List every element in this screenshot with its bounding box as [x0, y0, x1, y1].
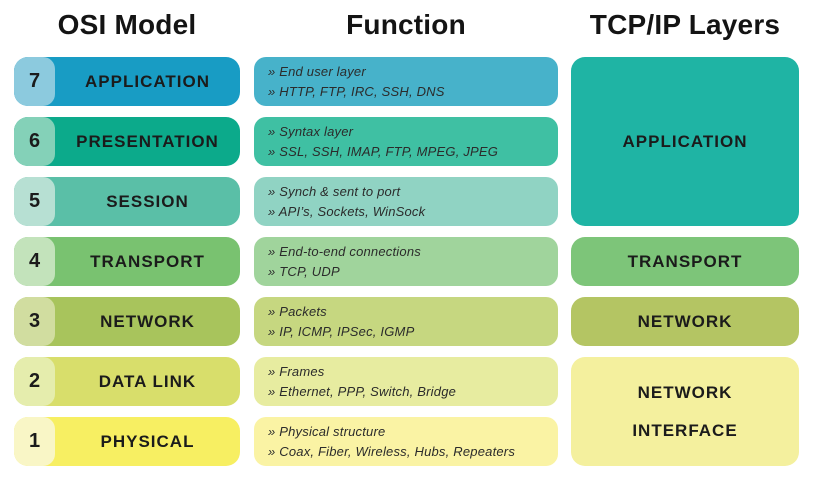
layer-label: PHYSICAL: [100, 431, 195, 451]
layer-number-tab: 4: [14, 237, 55, 286]
layer-label: NETWORK: [100, 311, 195, 331]
function-header: Function: [346, 9, 466, 40]
function-row-session: » Synch & sent to port » API’s, Sockets,…: [254, 177, 558, 226]
layer-label: TRANSPORT: [90, 251, 205, 271]
function-row-transport: » End-to-end connections » TCP, UDP: [254, 237, 558, 286]
function-line: » End-to-end connections: [268, 244, 421, 259]
function-line: » Ethernet, PPP, Switch, Bridge: [268, 384, 457, 399]
layer-number-tab: 7: [14, 57, 55, 106]
osi-row-physical: 1 PHYSICAL: [14, 417, 240, 466]
function-line: » Physical structure: [268, 424, 386, 439]
function-line: » HTTP, FTP, IRC, SSH, DNS: [268, 84, 445, 99]
osi-column: 7 APPLICATION 6 PRESENTATION 5 SESSION 4…: [14, 57, 240, 466]
osi-row-application: 7 APPLICATION: [14, 57, 240, 106]
tcpip-label: APPLICATION: [622, 131, 748, 151]
function-row-data-link: » Frames » Ethernet, PPP, Switch, Bridge: [254, 357, 558, 406]
layer-number: 6: [28, 130, 41, 152]
tcpip-label: TRANSPORT: [627, 251, 743, 271]
function-line: » SSL, SSH, IMAP, FTP, MPEG, JPEG: [268, 144, 499, 159]
layer-number-tab: 6: [14, 117, 55, 166]
function-line: » API’s, Sockets, WinSock: [268, 204, 426, 219]
layer-number: 1: [28, 430, 41, 452]
layer-number: 5: [28, 190, 41, 212]
tcpip-column: APPLICATION TRANSPORT NETWORK NETWORK IN…: [571, 57, 799, 466]
layer-label: SESSION: [106, 191, 189, 211]
layer-number: 7: [28, 70, 41, 92]
layer-number-tab: 3: [14, 297, 55, 346]
osi-row-data-link: 2 DATA LINK: [14, 357, 240, 406]
tcpip-box-network-interface: NETWORK INTERFACE: [571, 357, 799, 466]
tcpip-label: NETWORK INTERFACE: [632, 383, 738, 440]
layer-number-tab: 2: [14, 357, 55, 406]
osi-row-presentation: 6 PRESENTATION: [14, 117, 240, 166]
function-row-presentation: » Syntax layer » SSL, SSH, IMAP, FTP, MP…: [254, 117, 558, 166]
layer-label: PRESENTATION: [76, 131, 219, 151]
layer-number-tab: 1: [14, 417, 55, 466]
function-line: » IP, ICMP, IPSec, IGMP: [268, 324, 415, 339]
function-column: » End user layer » HTTP, FTP, IRC, SSH, …: [254, 57, 558, 466]
function-row-physical: » Physical structure » Coax, Fiber, Wire…: [254, 417, 558, 466]
layer-number: 3: [28, 310, 41, 332]
layer-label: APPLICATION: [85, 71, 210, 91]
tcpip-box-transport: TRANSPORT: [571, 237, 799, 286]
function-row-network: » Packets » IP, ICMP, IPSec, IGMP: [254, 297, 558, 346]
osi-row-transport: 4 TRANSPORT: [14, 237, 240, 286]
osi-model-header: OSI Model: [57, 9, 197, 40]
osi-row-network: 3 NETWORK: [14, 297, 240, 346]
function-line: » Packets: [268, 304, 327, 319]
layer-number: 2: [28, 370, 41, 392]
osi-row-session: 5 SESSION: [14, 177, 240, 226]
tcpip-box-application: APPLICATION: [571, 57, 799, 226]
tcpip-box-network: NETWORK: [571, 297, 799, 346]
function-line: » End user layer: [268, 64, 366, 79]
function-line: » Syntax layer: [268, 124, 354, 139]
function-line: » Synch & sent to port: [268, 184, 401, 199]
layer-number-tab: 5: [14, 177, 55, 226]
function-line: » Coax, Fiber, Wireless, Hubs, Repeaters: [268, 444, 516, 459]
tcpip-layers-header: TCP/IP Layers: [589, 9, 781, 40]
layer-number: 4: [28, 250, 41, 272]
tcpip-label: NETWORK: [637, 311, 733, 331]
function-row-application: » End user layer » HTTP, FTP, IRC, SSH, …: [254, 57, 558, 106]
function-line: » Frames: [268, 364, 325, 379]
function-line: » TCP, UDP: [268, 264, 340, 279]
layer-label: DATA LINK: [98, 371, 197, 391]
